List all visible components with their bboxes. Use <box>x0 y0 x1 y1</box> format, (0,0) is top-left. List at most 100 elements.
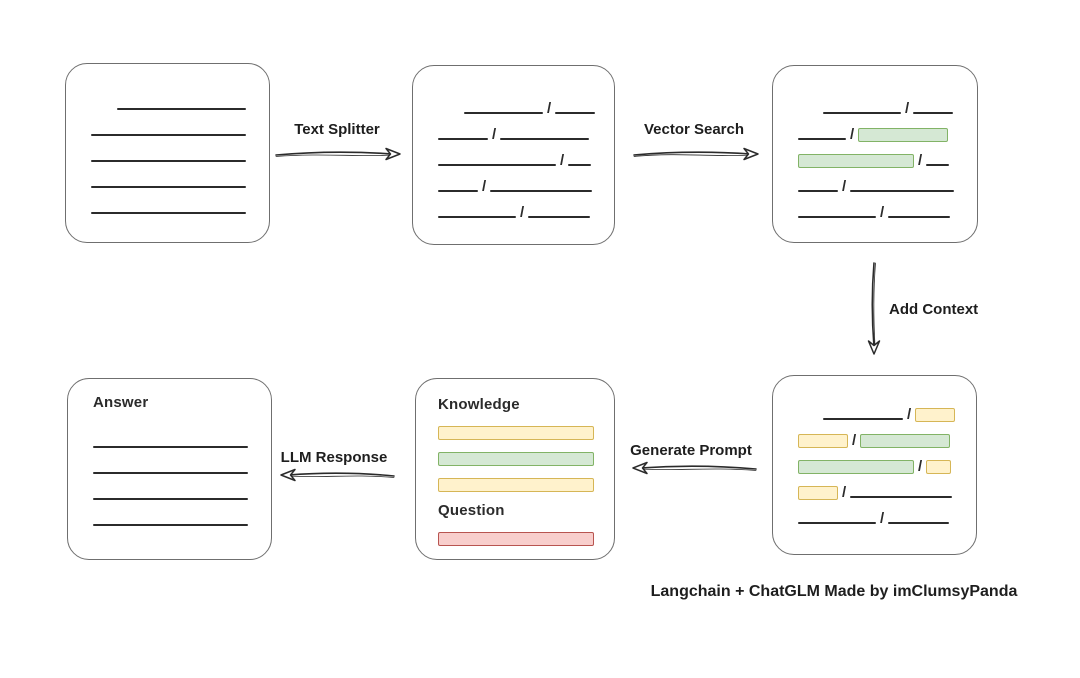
text-line <box>528 216 591 218</box>
text-line <box>93 472 248 474</box>
text-row: / <box>798 479 960 505</box>
llm-response-arrow <box>280 468 395 482</box>
text-row <box>117 91 249 117</box>
red-chunk <box>438 532 594 546</box>
separator-slash: / <box>880 204 885 221</box>
text-line <box>93 524 248 526</box>
answer-lines <box>93 429 248 533</box>
text-row <box>93 455 248 481</box>
text-row <box>91 117 249 143</box>
yellow-chunk <box>798 434 848 448</box>
text-line <box>850 190 955 192</box>
separator-slash: / <box>918 152 923 169</box>
text-line <box>91 186 246 188</box>
text-splitter-label: Text Splitter <box>294 121 380 138</box>
text-line <box>500 138 590 140</box>
matched-chunk-lines: / / / / / <box>798 95 961 225</box>
text-row: / <box>798 199 961 225</box>
separator-slash: / <box>492 126 497 143</box>
text-row <box>91 195 249 221</box>
text-row: / <box>464 95 598 121</box>
text-row: / <box>798 505 960 531</box>
add-context-label: Add Context <box>889 301 979 318</box>
text-row: / <box>798 121 961 147</box>
text-line <box>926 164 950 166</box>
text-row <box>91 169 249 195</box>
green-chunk <box>860 434 951 448</box>
diagram-caption: Langchain + ChatGLM Made by imClumsyPand… <box>650 583 1018 600</box>
prompt-box: Knowledge Question <box>415 378 615 560</box>
text-row <box>438 419 594 445</box>
separator-slash: / <box>482 178 487 195</box>
question-bar <box>438 525 594 551</box>
text-line <box>438 138 488 140</box>
separator-slash: / <box>918 458 923 475</box>
separator-slash: / <box>905 100 910 117</box>
separator-slash: / <box>907 406 912 423</box>
split-chunks-box: / / / / / <box>412 65 615 245</box>
text-line <box>438 164 556 166</box>
text-line <box>888 522 950 524</box>
yellow-chunk <box>926 460 952 474</box>
text-row: / <box>798 453 960 479</box>
separator-slash: / <box>842 178 847 195</box>
separator-slash: / <box>560 152 565 169</box>
text-line <box>555 112 596 114</box>
yellow-chunk <box>438 426 594 440</box>
text-row: / <box>823 95 961 121</box>
question-label: Question <box>438 502 505 519</box>
knowledge-label: Knowledge <box>438 396 520 413</box>
vector-search-arrow <box>633 147 759 161</box>
text-line <box>823 418 903 420</box>
text-line <box>91 212 246 214</box>
text-splitter-arrow <box>275 147 401 161</box>
separator-slash: / <box>850 126 855 143</box>
yellow-chunk <box>798 486 838 500</box>
text-row <box>91 143 249 169</box>
text-row <box>93 481 248 507</box>
knowledge-bars <box>438 419 594 497</box>
separator-slash: / <box>520 204 525 221</box>
text-line <box>93 446 248 448</box>
text-row <box>438 471 594 497</box>
green-chunk <box>858 128 949 142</box>
green-chunk <box>798 460 914 474</box>
text-line <box>568 164 592 166</box>
llm-response-label: LLM Response <box>280 449 388 466</box>
separator-slash: / <box>842 484 847 501</box>
text-row: / <box>438 147 598 173</box>
text-row <box>438 445 594 471</box>
text-line <box>490 190 593 192</box>
context-chunk-lines: / / / / / <box>798 401 960 531</box>
text-row <box>438 525 594 551</box>
text-row: / <box>798 427 960 453</box>
text-line <box>823 112 901 114</box>
separator-slash: / <box>852 432 857 449</box>
text-line <box>438 190 478 192</box>
text-line <box>798 138 846 140</box>
green-chunk <box>798 154 914 168</box>
generate-prompt-arrow <box>632 461 757 475</box>
vector-search-label: Vector Search <box>643 121 745 138</box>
text-line <box>91 134 246 136</box>
generate-prompt-label: Generate Prompt <box>630 442 752 459</box>
yellow-chunk <box>438 478 594 492</box>
separator-slash: / <box>547 100 552 117</box>
text-row: / <box>438 173 598 199</box>
source-document-box <box>65 63 270 243</box>
text-line <box>913 112 954 114</box>
text-row: / <box>798 173 961 199</box>
chunk-lines: / / / / / <box>438 95 598 225</box>
separator-slash: / <box>880 510 885 527</box>
text-row <box>93 429 248 455</box>
text-row: / <box>823 401 960 427</box>
text-line <box>91 160 246 162</box>
yellow-chunk <box>915 408 956 422</box>
text-line <box>798 190 838 192</box>
context-chunks-box: / / / / / <box>772 375 977 555</box>
text-row: / <box>798 147 961 173</box>
text-line <box>438 216 516 218</box>
add-context-arrow <box>867 262 881 355</box>
text-line <box>798 522 876 524</box>
